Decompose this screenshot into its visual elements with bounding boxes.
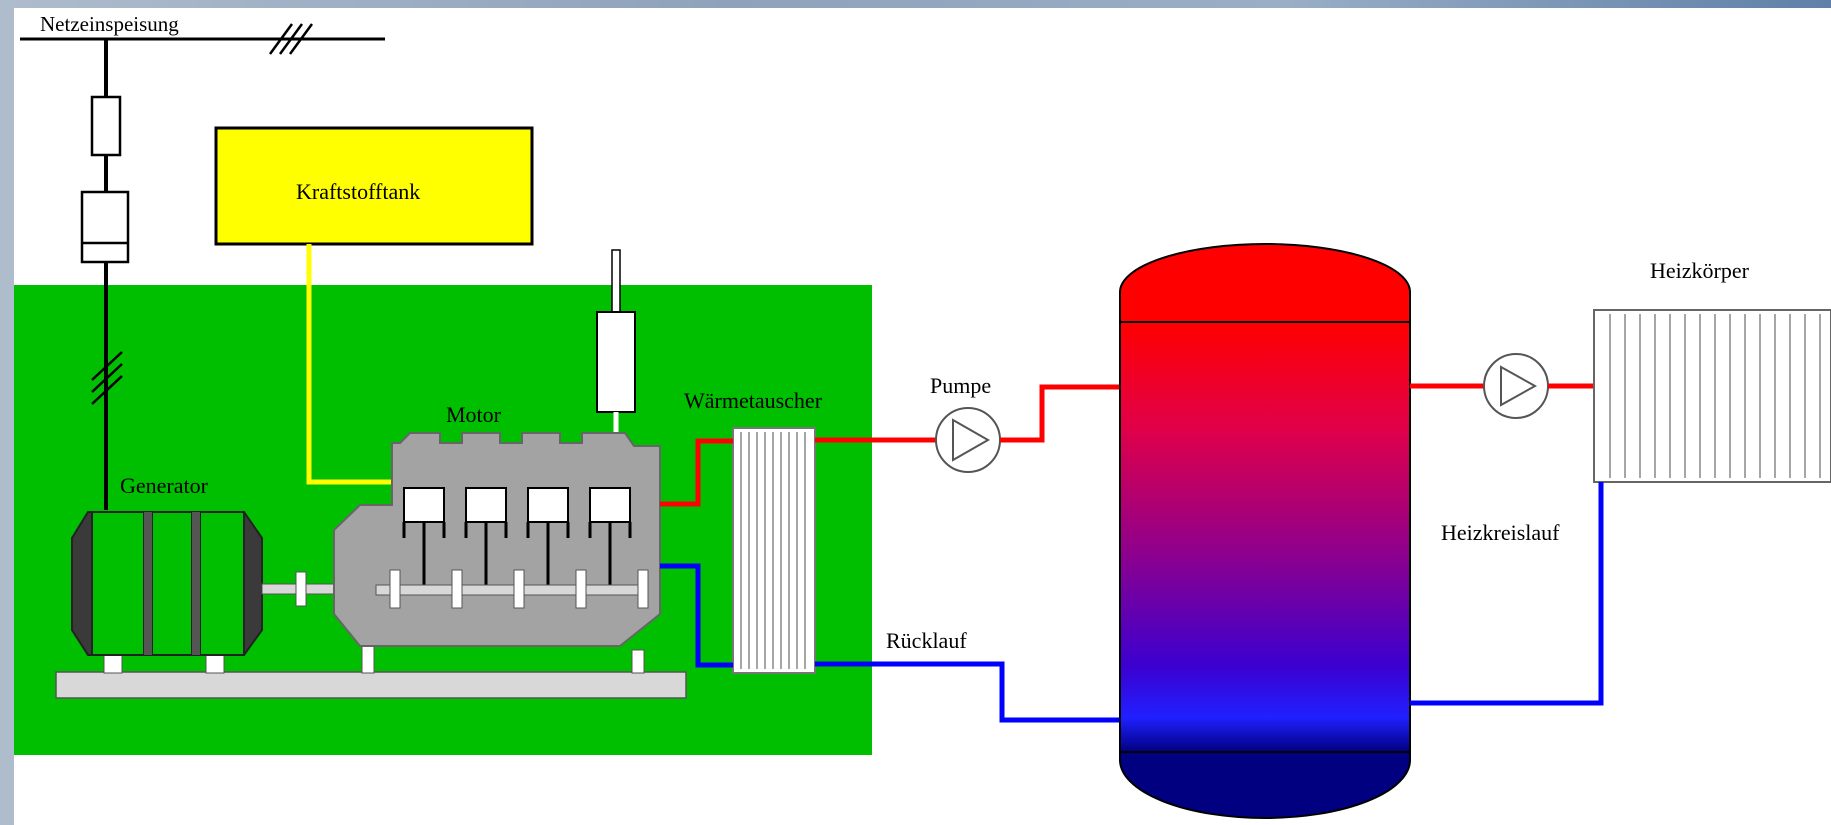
- base-plate: [55, 671, 687, 699]
- piston: [589, 487, 631, 523]
- coupling: [295, 571, 307, 607]
- exhaust-pipe: [611, 249, 621, 313]
- return-line: [815, 661, 1120, 723]
- motor-label: Motor: [446, 402, 502, 427]
- engine-return-line: [660, 563, 733, 668]
- exhaust-muffler: [596, 311, 636, 413]
- heating-return-line: [1410, 482, 1604, 706]
- heat-exchanger: [732, 427, 816, 674]
- pump-icon: [1483, 353, 1549, 419]
- fuel-tank: [214, 126, 534, 246]
- grid-feed-label: Netzeinspeisung: [40, 12, 179, 36]
- radiator-label: Heizkörper: [1650, 258, 1750, 283]
- crankshaft: [375, 584, 645, 596]
- radiator: [1593, 309, 1831, 483]
- generator-label: Generator: [120, 473, 209, 498]
- three-phase-icon: [268, 23, 314, 55]
- fuel-line: [306, 244, 392, 485]
- fuel-tank-label: Kraftstofftank: [296, 179, 420, 204]
- return-flow-label: Rücklauf: [886, 628, 967, 653]
- piston: [403, 487, 445, 523]
- fuse-icon: [90, 95, 122, 157]
- breaker-icon: [80, 190, 130, 264]
- storage-tank: [1119, 243, 1411, 819]
- pump-icon: [935, 407, 1001, 473]
- heating-circuit-label: Heizkreislauf: [1441, 520, 1560, 545]
- engine-block: [333, 432, 661, 647]
- three-phase-icon: [91, 351, 123, 405]
- engine-supply-line: [660, 438, 733, 507]
- generator: [71, 511, 263, 656]
- piston: [465, 487, 507, 523]
- heat-exchanger-label: Wärmetauscher: [684, 388, 823, 413]
- piston: [527, 487, 569, 523]
- pump-label: Pumpe: [930, 373, 991, 398]
- supply-line-to-tank: [1000, 384, 1120, 443]
